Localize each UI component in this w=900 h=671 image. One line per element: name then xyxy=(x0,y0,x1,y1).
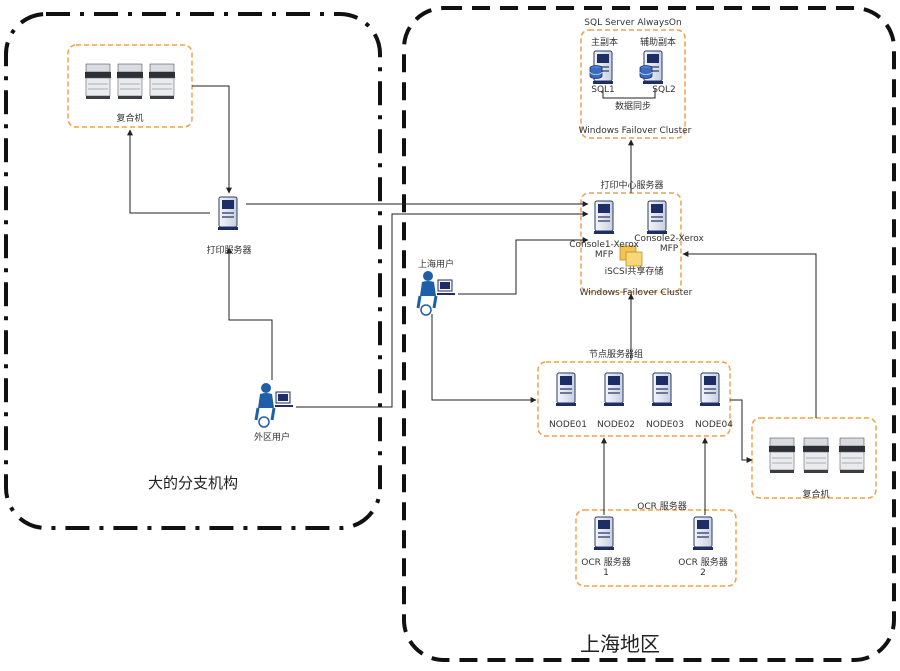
node-group xyxy=(537,361,731,437)
branch-print-server-label: 打印服务器 xyxy=(206,246,252,256)
branch-region xyxy=(4,12,382,530)
node03-label: NODE03 xyxy=(646,420,684,430)
sql-node2-label: SQL2 xyxy=(652,85,676,95)
branch-region-title: 大的分支机构 xyxy=(148,474,239,492)
node04-label: NODE04 xyxy=(695,420,733,430)
mfp-icon xyxy=(148,63,176,100)
server-icon xyxy=(692,516,714,551)
shanghai-user-label: 上海用户 xyxy=(417,260,455,270)
node02-label: NODE02 xyxy=(597,420,635,430)
console2-label: Console2-Xerox MFP xyxy=(634,234,704,254)
mfp-icon xyxy=(84,63,112,100)
connector-branchuser-to-center xyxy=(296,211,589,408)
server-icon xyxy=(593,516,615,551)
ocr-group-title: OCR 服务器 xyxy=(637,502,687,512)
shared-storage-icon xyxy=(619,245,643,267)
sql-secondary-label: 辅助副本 xyxy=(640,38,677,48)
print-server-icon xyxy=(217,196,239,231)
server-icon xyxy=(603,372,625,407)
database-icon xyxy=(639,65,653,79)
connector-printserver-to-mfp xyxy=(127,129,210,214)
branch-user-label: 外区用户 xyxy=(253,433,291,443)
sql-cluster-label: Windows Failover Cluster xyxy=(578,126,692,136)
server-icon xyxy=(651,372,673,407)
sql-node1-label: SQL1 xyxy=(591,85,615,95)
server-icon xyxy=(699,372,721,407)
shanghai-user-icon xyxy=(416,269,457,317)
connector-shuser-to-center xyxy=(458,237,589,295)
mfp-icon xyxy=(838,437,866,474)
database-icon xyxy=(589,65,603,79)
connector-user-to-printserver xyxy=(226,247,273,380)
console1-label: Console1-Xerox MFP xyxy=(569,240,639,260)
node-group-title: 节点服务器组 xyxy=(588,350,644,360)
node01-label: NODE01 xyxy=(549,420,587,430)
sql-group-title: SQL Server AlwaysOn xyxy=(584,18,682,28)
server-icon xyxy=(555,372,577,407)
shanghai-region-title: 上海地区 xyxy=(580,632,660,656)
server-icon xyxy=(593,200,615,235)
sql-sync-label: 数据同步 xyxy=(614,102,652,112)
shanghai-region xyxy=(402,6,896,662)
connector-shuser-to-nodes xyxy=(431,314,537,403)
print-center-title: 打印中心服务器 xyxy=(600,181,664,191)
shanghai-mfp-label: 复合机 xyxy=(802,490,830,500)
ocr-server2-label: OCR 服务器 2 xyxy=(678,558,728,578)
mfp-icon xyxy=(116,63,144,100)
ocr-group xyxy=(575,509,737,587)
storage-label: iSCSI共享存储 xyxy=(604,267,664,277)
ocr-server1-label: OCR 服务器 1 xyxy=(581,558,631,578)
mfp-icon xyxy=(768,437,796,474)
connector-sql-sync xyxy=(602,88,656,99)
connector-node-to-mfp xyxy=(730,399,753,463)
sql-group xyxy=(580,29,686,139)
server-icon xyxy=(646,200,668,235)
connector-mfp-to-printserver xyxy=(192,85,232,194)
connector-mfp-to-center xyxy=(682,251,817,418)
mfp-icon xyxy=(802,437,830,474)
print-center-cluster-label: Windows Failover Cluster xyxy=(579,288,693,298)
branch-mfp-label: 复合机 xyxy=(116,114,144,124)
shanghai-mfp-group xyxy=(751,417,877,499)
sql-primary-label: 主副本 xyxy=(591,38,619,48)
branch-user-icon xyxy=(254,381,295,429)
